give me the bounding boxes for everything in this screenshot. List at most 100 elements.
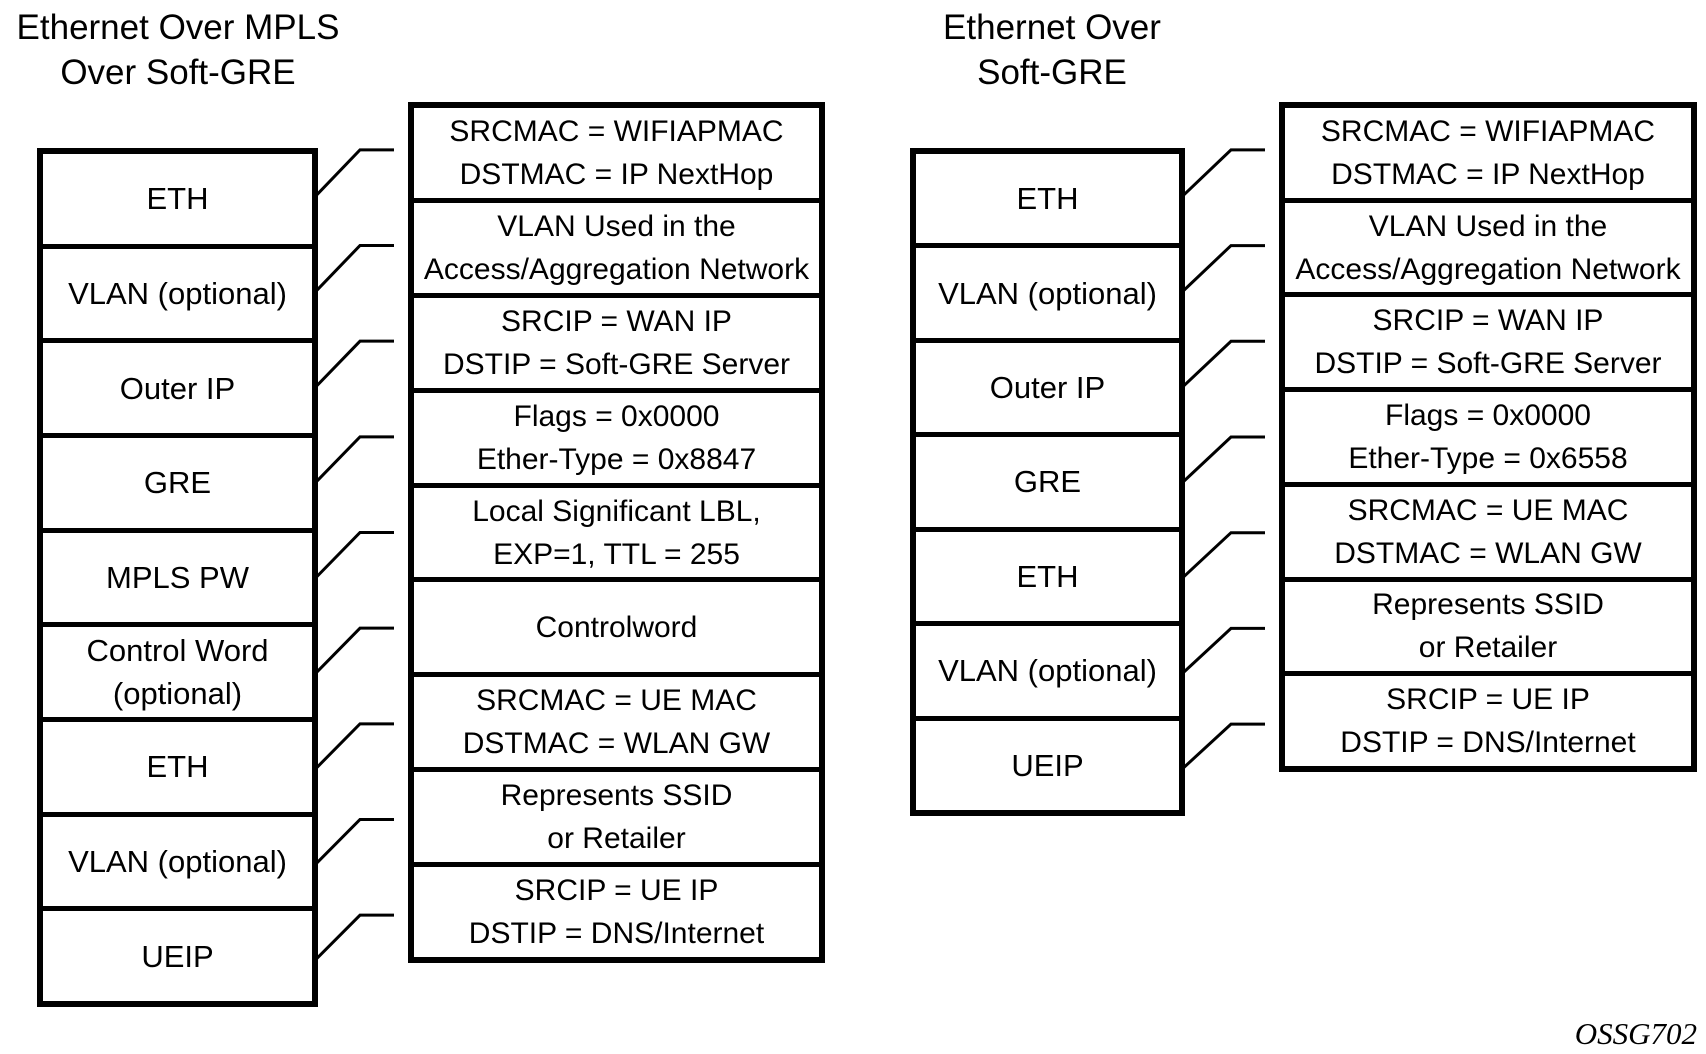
connector-line: [1181, 339, 1265, 388]
stack-layer-line: VLAN (optional): [68, 844, 287, 880]
note-row-line: SRCMAC = WIFIAPMAC: [1320, 114, 1656, 148]
stack-layer: ETH: [43, 717, 312, 812]
figure-code: OSSG702: [1574, 1016, 1697, 1051]
note-row-line: DSTIP = DNS/Internet: [468, 917, 765, 951]
note-row-line: Controlword: [535, 610, 698, 644]
note-row-line: DSTMAC = IP NextHop: [1331, 157, 1645, 191]
note-row-line: or Retailer: [547, 822, 686, 856]
stack-layer-line: VLAN (optional): [938, 653, 1157, 689]
stack-layer: ETH: [916, 154, 1179, 243]
note-row-line: Represents SSID: [1372, 588, 1604, 622]
note-row: Represents SSID or Retailer: [1285, 576, 1691, 672]
connector-line: [314, 626, 394, 674]
connector-line: [314, 435, 394, 484]
stack-layer-line: VLAN (optional): [938, 275, 1157, 311]
note-row-line: Flags = 0x0000: [1385, 399, 1591, 433]
stack-layer-line: Outer IP: [989, 370, 1106, 406]
connector-line: [314, 913, 394, 961]
stack-layer: Outer IP: [916, 337, 1179, 432]
stack-layer: VLAN (optional): [916, 243, 1179, 337]
note-row-line: SRCMAC = UE MAC: [1347, 493, 1629, 527]
note-row: Represents SSID or Retailer: [414, 767, 819, 862]
connector-line: [314, 722, 394, 770]
note-row: SRCMAC = WIFIAPMAC DSTMAC = IP NextHop: [1285, 108, 1691, 198]
note-row-line: DSTMAC = WLAN GW: [462, 727, 771, 761]
note-row: SRCIP = UE IP DSTIP = DNS/Internet: [1285, 671, 1691, 766]
stack-layer: MPLS PW: [43, 527, 312, 623]
stack-layer: VLAN (optional): [43, 811, 312, 907]
note-row-line: or Retailer: [1418, 631, 1558, 665]
note-row-line: DSTIP = DNS/Internet: [1340, 726, 1636, 760]
connector-line: [1181, 626, 1265, 674]
note-row-line: EXP=1, TTL = 255: [493, 537, 740, 571]
title-line: Ethernet Over MPLS: [16, 8, 340, 47]
diagram-title-left: Ethernet Over MPLS Over Soft-GRE: [3, 5, 353, 95]
note-row-line: Ether-Type = 0x6558: [1348, 442, 1628, 476]
stack-layer-line: (optional): [112, 676, 243, 712]
stack-layer: ETH: [43, 154, 312, 244]
connector-line: [1181, 435, 1265, 484]
note-row-line: Ether-Type = 0x8847: [476, 442, 757, 476]
note-row: Local Significant LBL,EXP=1, TTL = 255: [414, 482, 819, 578]
connector-line: [1181, 244, 1265, 293]
connector-line: [314, 818, 394, 865]
stack-layer-line: UEIP: [1011, 747, 1084, 783]
title-line: Ethernet Over: [943, 8, 1161, 47]
stack-layer: ETH: [916, 526, 1179, 621]
connector-line: [1181, 722, 1265, 770]
note-row-line: VLAN Used in the: [497, 209, 736, 243]
stack-layer-line: MPLS PW: [106, 560, 249, 596]
note-row-line: SRCIP = WAN IP: [501, 304, 732, 338]
stack-layer: UEIP: [43, 906, 312, 1001]
stack-layer-line: GRE: [1013, 464, 1082, 500]
stack-layer-line: Control Word: [86, 633, 269, 669]
stack-layer-line: UEIP: [141, 938, 214, 974]
note-row-line: SRCIP = UE IP: [514, 874, 719, 908]
protocol-stack: ETH VLAN (optional) Outer IP GRE MPLS PW Cont…: [37, 148, 318, 1007]
note-row-line: VLAN Used in the: [1368, 209, 1608, 243]
connector-line: [314, 339, 394, 388]
connector-line: [314, 148, 394, 197]
stack-layer-line: ETH: [146, 181, 209, 217]
stack-layer: Outer IP: [43, 338, 312, 433]
note-row-line: Access/Aggregation Network: [423, 252, 810, 286]
connector-line: [1181, 531, 1265, 579]
connector-line: [1181, 148, 1265, 197]
note-row: Controlword: [414, 577, 819, 672]
stack-layer: GRE: [43, 433, 312, 528]
title-line: Over Soft-GRE: [60, 53, 296, 92]
stack-layer: VLAN (optional): [43, 243, 312, 339]
note-row-line: DSTIP = Soft-GRE Server: [1314, 347, 1662, 381]
diagram-title-right: Ethernet Over Soft-GRE: [902, 5, 1202, 95]
note-row-line: Flags = 0x0000: [513, 399, 720, 433]
note-row-line: SRCMAC = UE MAC: [476, 684, 757, 718]
stack-layer-line: GRE: [143, 465, 212, 501]
note-row: SRCMAC = UE MAC DSTMAC = WLAN GW: [1285, 481, 1691, 577]
stack-layer: Control Word (optional): [43, 622, 312, 717]
connector-line: [314, 531, 394, 579]
note-row-line: SRCMAC = WIFIAPMAC: [449, 114, 784, 148]
stack-layer: UEIP: [916, 715, 1179, 810]
note-row: SRCMAC = UE MAC DSTMAC = WLAN GW: [414, 672, 819, 767]
stack-layer-line: Outer IP: [119, 370, 236, 406]
stack-layer: VLAN (optional): [916, 621, 1179, 715]
note-row-line: SRCIP = UE IP: [1386, 683, 1590, 717]
stack-layer: GRE: [916, 432, 1179, 526]
note-row-line: Access/Aggregation Network: [1295, 252, 1681, 286]
note-row: SRCIP = UE IP DSTIP = DNS/Internet: [414, 862, 819, 957]
connector-line: [314, 244, 394, 293]
note-row-line: Represents SSID: [500, 779, 733, 813]
stack-layer-line: ETH: [146, 749, 209, 785]
note-row-line: DSTMAC = WLAN GW: [1334, 536, 1642, 570]
title-line: Soft-GRE: [977, 53, 1127, 92]
